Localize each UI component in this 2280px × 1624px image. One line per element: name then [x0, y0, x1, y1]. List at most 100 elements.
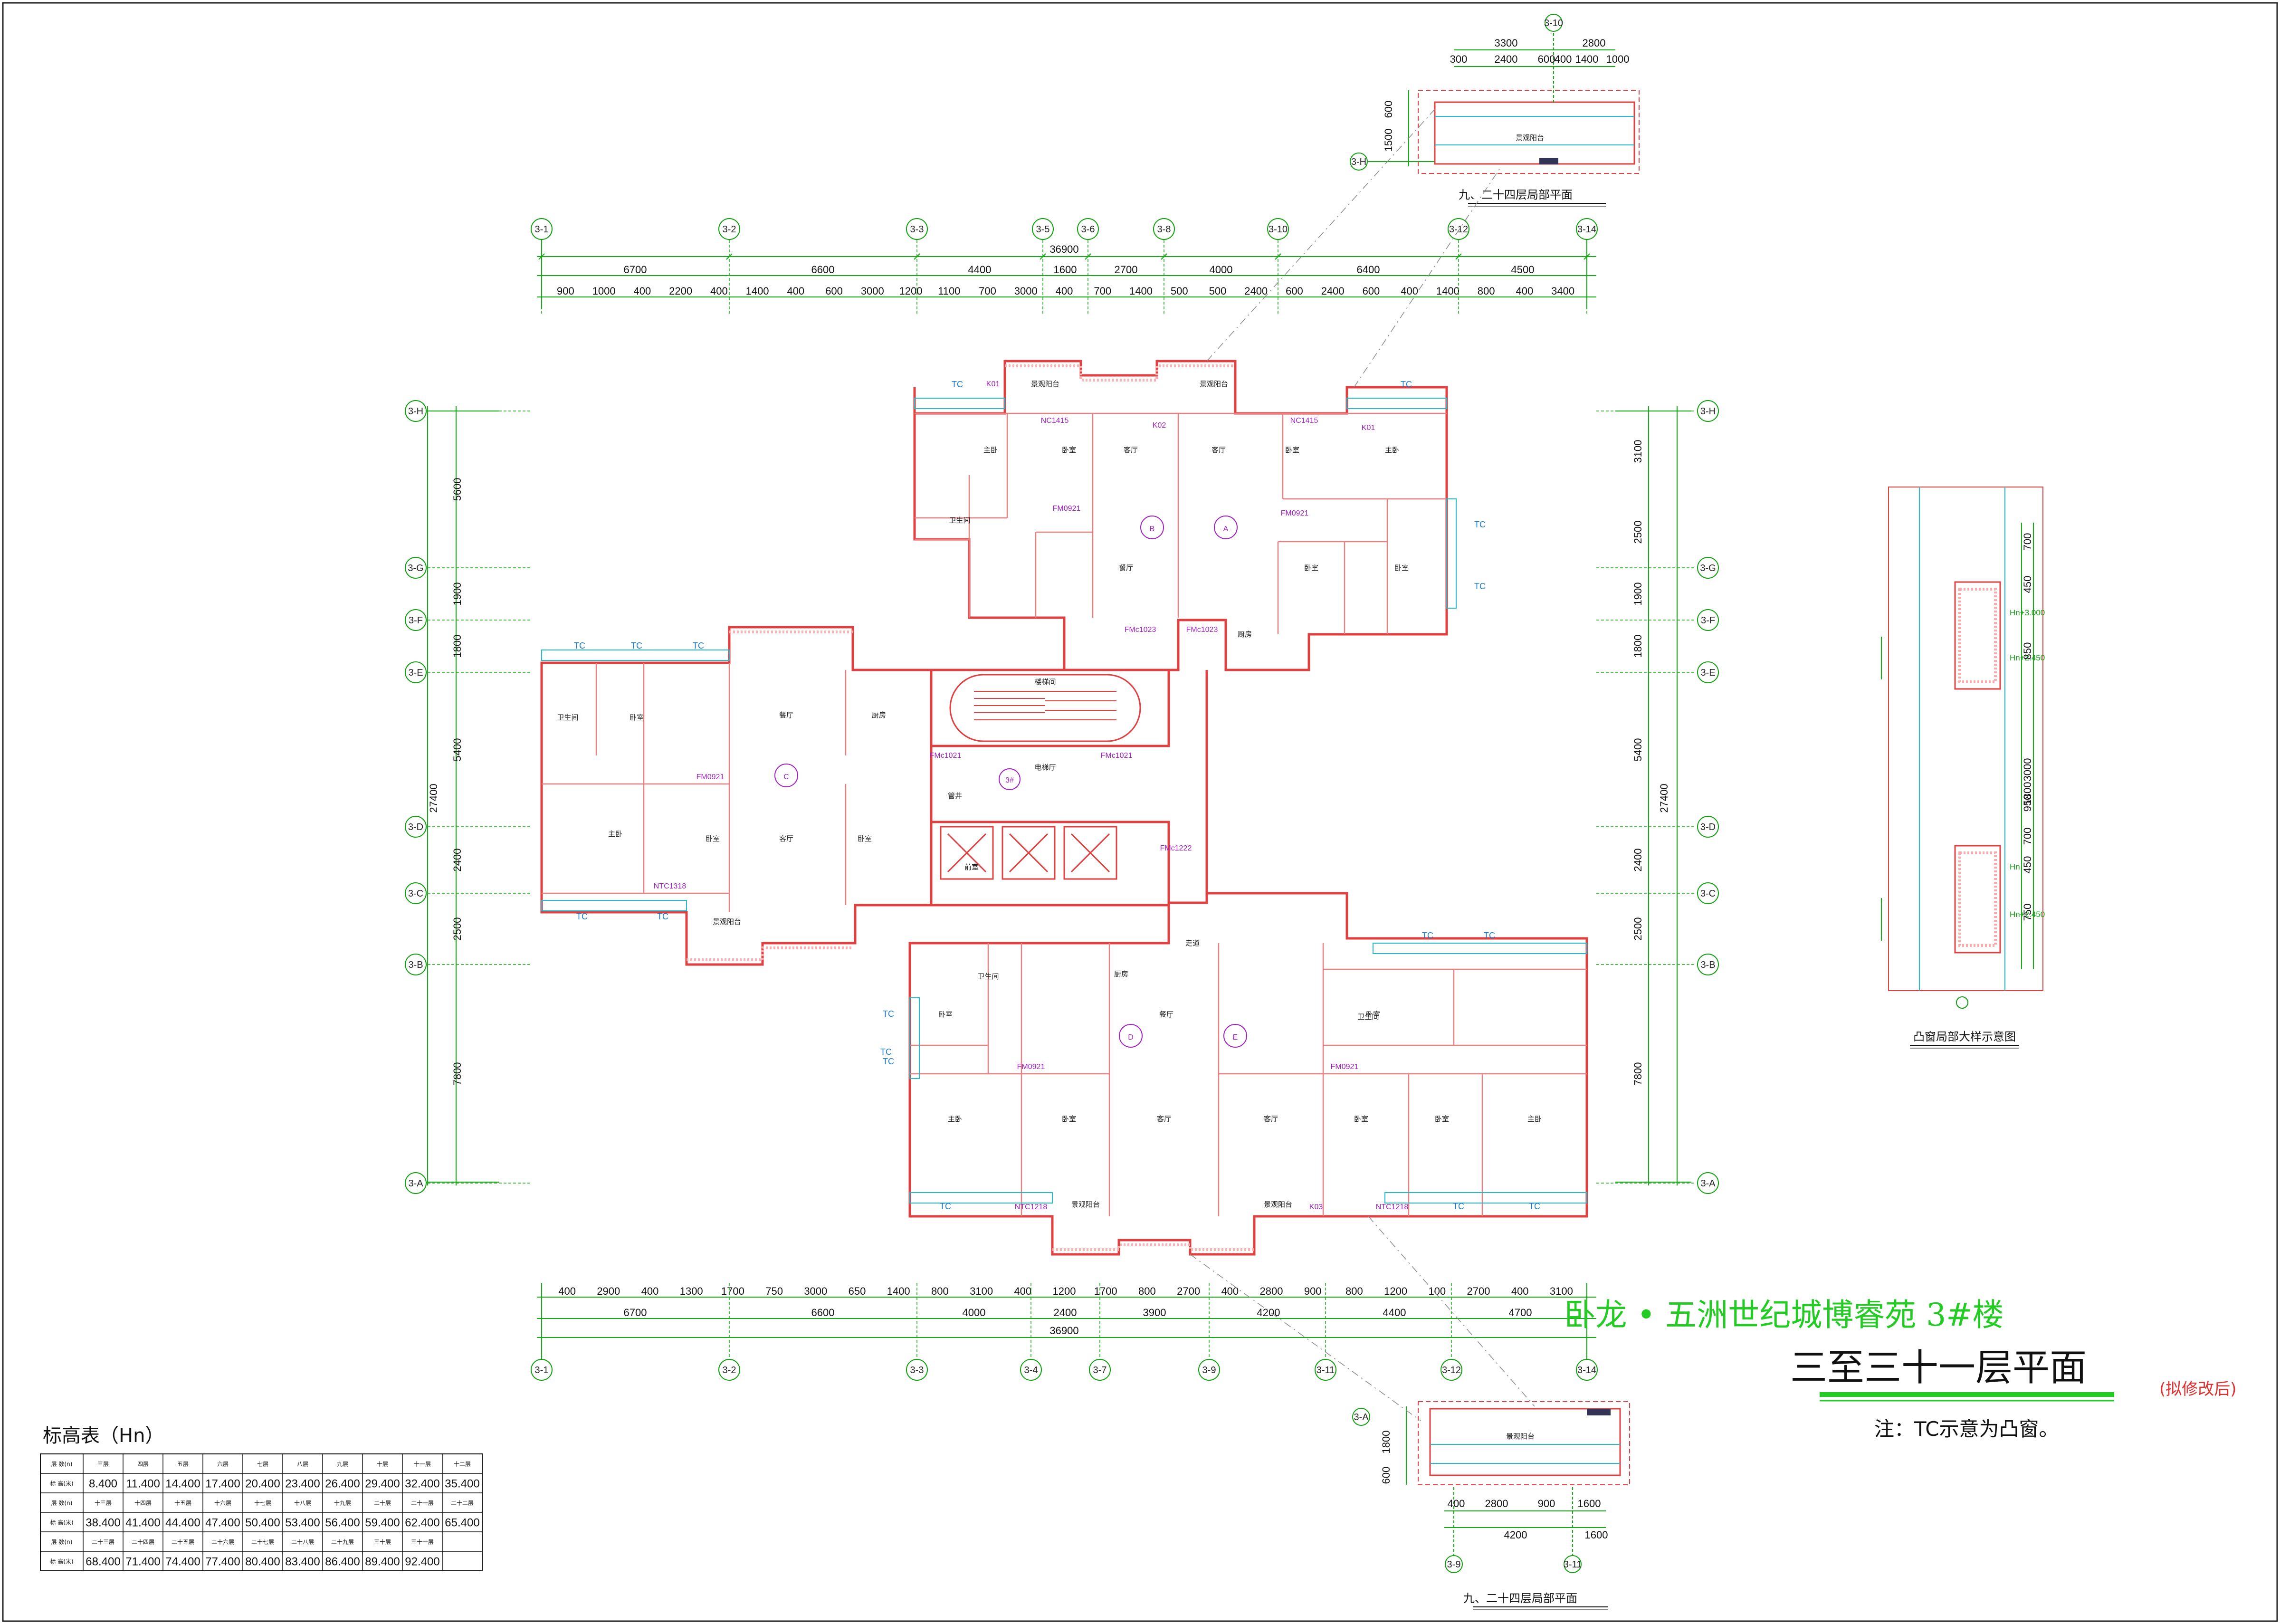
window-code: K02	[1153, 421, 1166, 430]
height-table-height: 71.400	[125, 1556, 160, 1568]
window-code: NTC1318	[654, 882, 687, 890]
left-axis-3-B-circle	[405, 954, 427, 975]
left-dim-item: 2400	[451, 849, 463, 872]
detail-dim: 1800	[2022, 782, 2033, 805]
top-dim-row2-item: 2400	[1244, 285, 1268, 297]
partial-bottom-left-2: 600	[1380, 1467, 1392, 1484]
right-axis-3-H-label: 3-H	[1700, 406, 1716, 417]
height-table-floor: 五层	[177, 1461, 189, 1468]
height-table-row-label: 标 高(米)	[50, 1480, 73, 1487]
top-dim-row2-item: 600	[1363, 285, 1380, 297]
height-table-floor: 二十四层	[132, 1539, 154, 1546]
partial-top-sub-5: 1400	[1575, 53, 1599, 65]
left-axis-3-C: 3-C	[405, 882, 427, 904]
right-axis-3-F: 3-F	[1697, 609, 1719, 631]
height-table-height: 26.400	[325, 1478, 360, 1490]
top-dim-row2-item: 700	[979, 285, 996, 297]
height-table-floor: 八层	[297, 1461, 308, 1468]
bottom-dim-row2-item: 1300	[680, 1285, 703, 1297]
right-axis-3-C-circle	[1697, 882, 1719, 904]
window-code: FMc1021	[930, 752, 962, 760]
bottom-dim-row1-item: 6700	[624, 1307, 647, 1318]
right-axis-3-F-circle	[1697, 609, 1719, 631]
height-table-floor: 二十六层	[211, 1539, 234, 1546]
top-dim-row2-item: 3000	[861, 285, 884, 297]
partial-top-sub-1: 300	[1450, 53, 1468, 65]
top-axis-3-14-label: 3-14	[1577, 224, 1596, 235]
top-axis-3-8-label: 3-8	[1157, 224, 1171, 235]
bottom-axis-3-14-label: 3-14	[1577, 1365, 1596, 1376]
bottom-axis-3-12-label: 3-12	[1442, 1365, 1461, 1376]
top-dim-row2-item: 1000	[592, 285, 616, 297]
height-table-floor: 九层	[337, 1461, 348, 1468]
window-code: FM0921	[1017, 1063, 1045, 1071]
top-axis-3-1-circle	[531, 218, 553, 240]
right-dim-item: 5400	[1632, 738, 1644, 762]
left-dim-item: 5400	[451, 738, 463, 762]
right-dimensions	[1615, 406, 1691, 1185]
right-axis-3-F-label: 3-F	[1701, 615, 1715, 626]
left-dim-item: 1800	[451, 635, 463, 658]
unit-bubble-B	[1140, 516, 1164, 539]
height-table-height: 59.400	[365, 1517, 400, 1529]
bottom-dim-row2-item: 400	[1511, 1285, 1529, 1297]
top-axis-3-5: 3-5	[1032, 218, 1054, 240]
top-dim-total: 36900	[1049, 243, 1078, 255]
room-label: 卧室	[938, 1010, 953, 1019]
room-label: 卧室	[1435, 1115, 1449, 1123]
partial-top-axis-2: 3-H	[1351, 157, 1366, 167]
top-dim-row2-item: 500	[1209, 285, 1227, 297]
bottom-dim-row2-item: 800	[1345, 1285, 1363, 1297]
height-table-floor: 四层	[137, 1461, 149, 1468]
height-table-floor: 七层	[257, 1461, 268, 1468]
height-table-height: 83.400	[285, 1556, 320, 1568]
top-axis-3-6-circle	[1077, 218, 1099, 240]
bottom-dim-row2-item: 2900	[597, 1285, 620, 1297]
room-label: 卫生间	[1357, 1013, 1379, 1021]
room-label: 卧室	[1285, 446, 1299, 454]
tc-label: TC	[883, 1009, 894, 1019]
height-table: 标高表（Hn） 层 数(n)标 高(米)三层四层五层六层七层八层九层十层十一层十…	[40, 1425, 483, 1571]
right-axis-3-C-label: 3-C	[1700, 888, 1716, 899]
floor-plan-title: 三至三十一层平面	[1790, 1347, 2087, 1389]
right-axis-3-A-circle	[1697, 1172, 1719, 1194]
left-axis-3-A: 3-A	[405, 1172, 427, 1194]
window-code: NTC1218	[1015, 1203, 1048, 1211]
height-table-height: 80.400	[245, 1556, 280, 1568]
room-label: 卫生间	[949, 516, 970, 525]
bottom-dim-row2-item: 3000	[804, 1285, 827, 1297]
bottom-axis-3-2-label: 3-2	[723, 1365, 736, 1376]
height-table-floor: 二十三层	[92, 1539, 114, 1546]
top-dim-row2-item: 1100	[938, 285, 960, 297]
partial-top-axis-1: 3-10	[1544, 18, 1563, 29]
height-table-floor: 十二层	[454, 1461, 471, 1468]
room-labels: 主卧卧室客厅客厅卧室主卧餐厅厨房卫生间卧室卧室景观阳台景观阳台主卧卧室客厅卧室餐…	[557, 380, 1542, 1209]
right-axis-3-D-label: 3-D	[1700, 822, 1716, 832]
top-axis-3-2: 3-2	[718, 218, 740, 240]
right-dim-item: 2500	[1632, 521, 1644, 544]
height-table-height: 8.400	[89, 1478, 117, 1490]
top-dim-row2-item: 700	[1094, 285, 1111, 297]
right-axis-3-A: 3-A	[1697, 1172, 1719, 1194]
partial-top-dim-2: 2800	[1583, 37, 1606, 49]
right-axis-3-H: 3-H	[1697, 400, 1719, 422]
height-table-height: 11.400	[126, 1478, 160, 1490]
partial-bottom-caption: 九、二十四层局部平面	[1463, 1592, 1577, 1605]
bottom-axis-3-3: 3-3	[906, 1359, 928, 1381]
bottom-dim-row2-item: 2800	[1260, 1285, 1283, 1297]
right-axis-bubbles: 3-H3-G3-F3-E3-D3-C3-B3-A	[1596, 400, 1719, 1194]
right-dim-item: 3100	[1632, 440, 1644, 463]
left-axis-3-G: 3-G	[405, 557, 427, 579]
bottom-axis-3-14: 3-14	[1576, 1359, 1598, 1381]
bottom-axis-3-11-label: 3-11	[1316, 1365, 1335, 1376]
bottom-axis-3-2-circle	[718, 1359, 740, 1381]
left-dim-item: 2500	[451, 917, 463, 941]
height-table-floor: 三十层	[374, 1539, 391, 1546]
tc-label: TC	[940, 1202, 951, 1211]
room-label: 景观阳台	[1031, 380, 1059, 388]
